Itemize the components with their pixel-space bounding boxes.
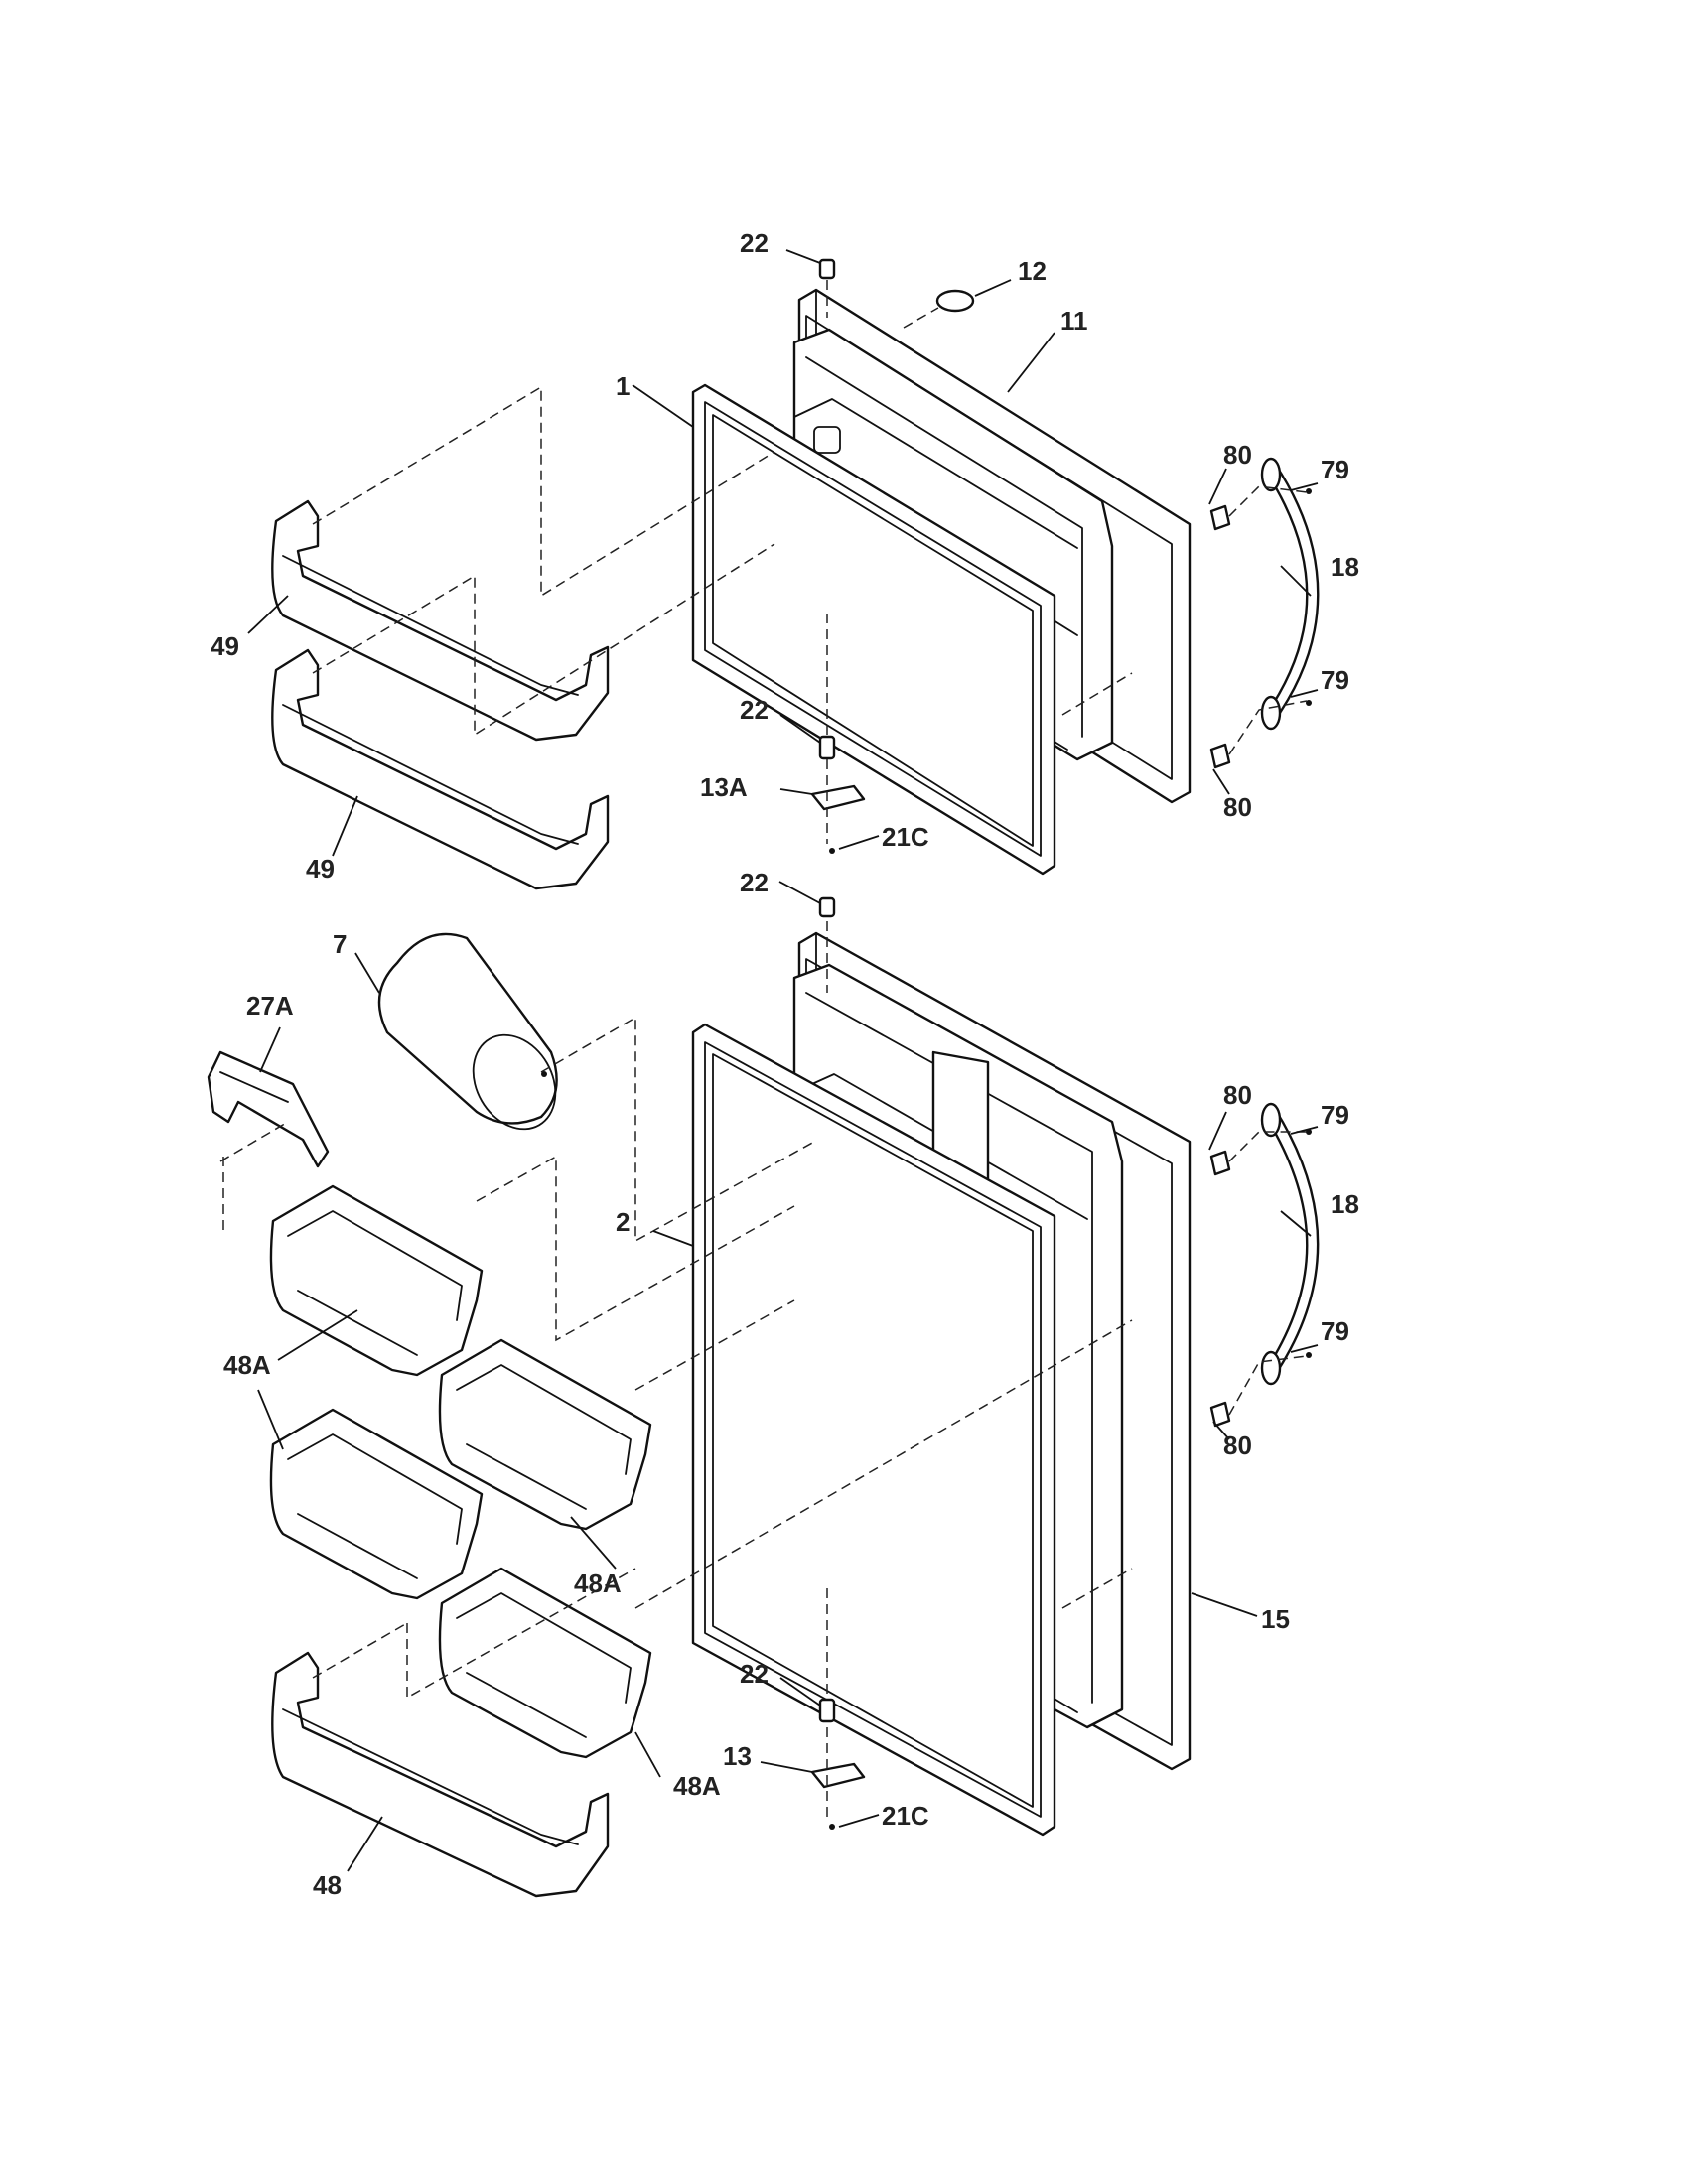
callout-label: 18 [1331,552,1359,582]
callout-label: 79 [1321,665,1349,695]
callout-label: 21C [882,1801,929,1831]
callout-label: 80 [1223,440,1252,470]
callout-label: 13 [723,1741,752,1771]
callout-label: 80 [1223,1431,1252,1460]
hinge-plate-icon [810,1762,866,1789]
hinge-plate-icon [810,784,866,811]
callout-label: 22 [740,228,769,258]
callout-label: 11 [1060,306,1088,336]
callout-label: 1 [616,371,630,401]
hinge-pin-icon [818,896,836,918]
fresh-food-hinge-hardware [810,896,1312,1830]
dairy-canister [377,932,558,1131]
freezer-hinge-hardware [810,258,1312,854]
freezer-door-gasket [691,383,1056,876]
freezer-handle [1260,457,1320,731]
freezer-door-assembly [691,288,1192,876]
door-bin-48A-1 [269,1184,484,1377]
door-shelf-48 [271,1651,610,1898]
fresh-food-door-assembly [691,931,1192,1837]
callout-label: 12 [1018,256,1047,286]
callout-label: 27A [246,991,294,1021]
screw-icon [1209,1150,1231,1176]
bin-retainer-27A [207,1050,330,1168]
door-bin-48A-4 [438,1567,652,1759]
callout-label: 18 [1331,1189,1359,1219]
callout-label: 80 [1223,1080,1252,1110]
door-shelf-49-upper [271,499,610,742]
fresh-food-door-gasket [691,1023,1056,1837]
callout-label: 2 [616,1207,630,1237]
door-bin-48A-3 [269,1408,484,1600]
hinge-pin-icon [818,1698,836,1723]
leader-lines [247,249,1319,1872]
callout-label: 22 [740,1659,769,1689]
screw-icon [1209,743,1231,769]
assembly-guide-lines [219,280,1308,1822]
callout-label: 48A [223,1350,271,1380]
plug-button-icon [935,289,975,313]
screw-icon [1209,504,1231,531]
fresh-food-handle [1260,1102,1320,1386]
callout-label: 49 [306,854,335,884]
callout-label: 79 [1321,1316,1349,1346]
callout-label: 79 [1321,455,1349,484]
callout-label: 7 [333,929,347,959]
hinge-pin-icon [818,258,836,280]
callout-label: 80 [1223,792,1252,822]
callout-label: 13A [700,772,748,802]
door-shelf-49-lower [271,648,610,890]
callout-label: 21C [882,822,929,852]
callout-labels: 22 12 11 1 80 79 18 79 49 22 13A 21C 80 … [211,228,1359,1900]
callout-label: 48A [673,1771,721,1801]
callout-label: 22 [740,868,769,897]
callout-label: 48A [574,1569,622,1598]
screw-icon [1209,1401,1231,1428]
hinge-pin-icon [818,735,836,760]
door-bin-48A-2 [438,1338,652,1531]
callout-label: 49 [211,631,239,661]
callout-label: 48 [313,1870,342,1900]
callout-label: 15 [1261,1604,1290,1634]
callout-label: 22 [740,695,769,725]
callout-label: 79 [1321,1100,1349,1130]
